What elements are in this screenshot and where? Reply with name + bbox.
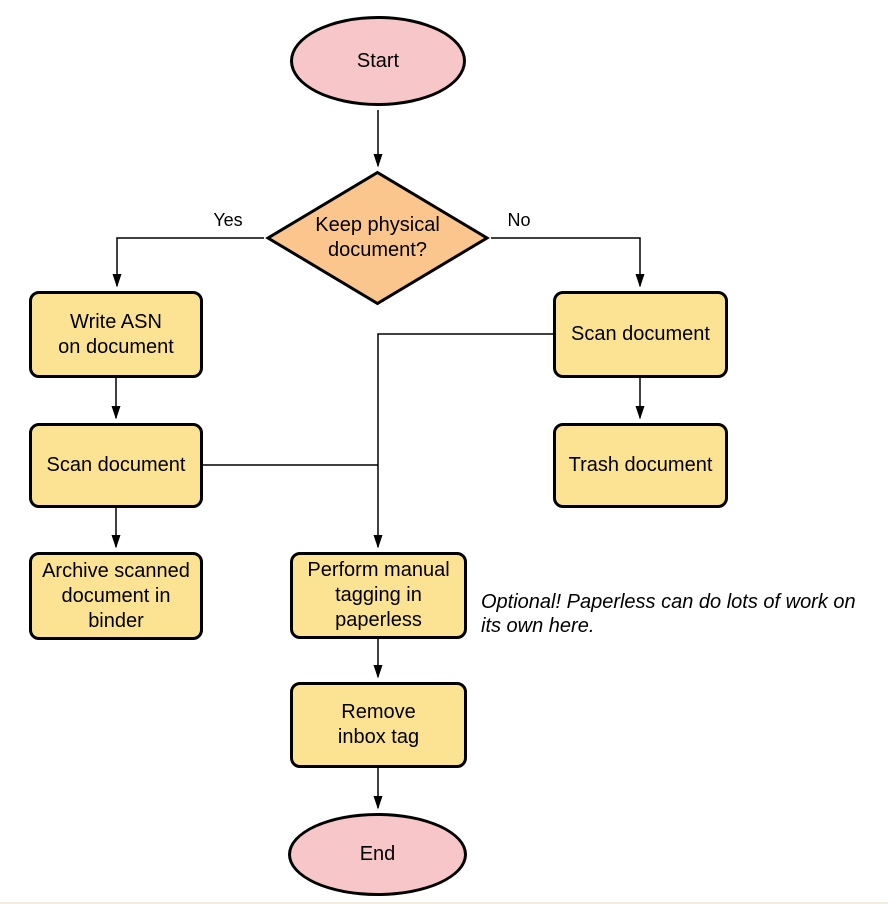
- node-keep-physical-decision-label: Keep physical document?: [315, 214, 440, 261]
- edge-decision-yes-to-write-asn: [112, 237, 264, 288]
- node-end: End: [288, 813, 467, 896]
- node-trash-document-label: Trash document: [568, 454, 713, 476]
- optional-annotation-text: Optional! Paperless can do lots of work …: [481, 591, 856, 638]
- node-scan-document-right-label: Scan document: [571, 323, 710, 345]
- node-archive-scanned-document: Archive scanned document in binder: [29, 552, 203, 640]
- edge-label-yes: Yes: [213, 210, 243, 230]
- node-archive-scanned-document-label: Archive scanned document in binder: [42, 559, 190, 632]
- node-trash-document: Trash document: [553, 423, 728, 508]
- node-remove-inbox-tag-label: Remove inbox tag: [337, 701, 420, 748]
- decision-diamond-shape: [265, 170, 490, 306]
- node-write-asn-label: Write ASN on document: [58, 310, 174, 358]
- node-perform-manual-tagging: Perform manual tagging in paperless: [290, 552, 467, 639]
- node-scan-document-right: Scan document: [553, 291, 728, 378]
- node-end-label: End: [359, 843, 396, 865]
- edge-label-no: No: [507, 210, 531, 230]
- page-bottom-divider: [0, 902, 888, 904]
- node-write-asn: Write ASN on document: [29, 291, 203, 378]
- edge-scan-right-to-tagging: [373, 333, 553, 549]
- node-remove-inbox-tag: Remove inbox tag: [290, 682, 467, 768]
- node-keep-physical-decision: Keep physical document?: [265, 170, 490, 306]
- node-scan-document-left-label: Scan document: [46, 454, 186, 476]
- node-start-label: Start: [356, 49, 400, 72]
- node-start: Start: [290, 16, 466, 106]
- node-perform-manual-tagging-label: Perform manual tagging in paperless: [307, 559, 450, 631]
- node-scan-document-left: Scan document: [29, 423, 203, 508]
- edge-decision-no-to-scan-right: [491, 237, 645, 288]
